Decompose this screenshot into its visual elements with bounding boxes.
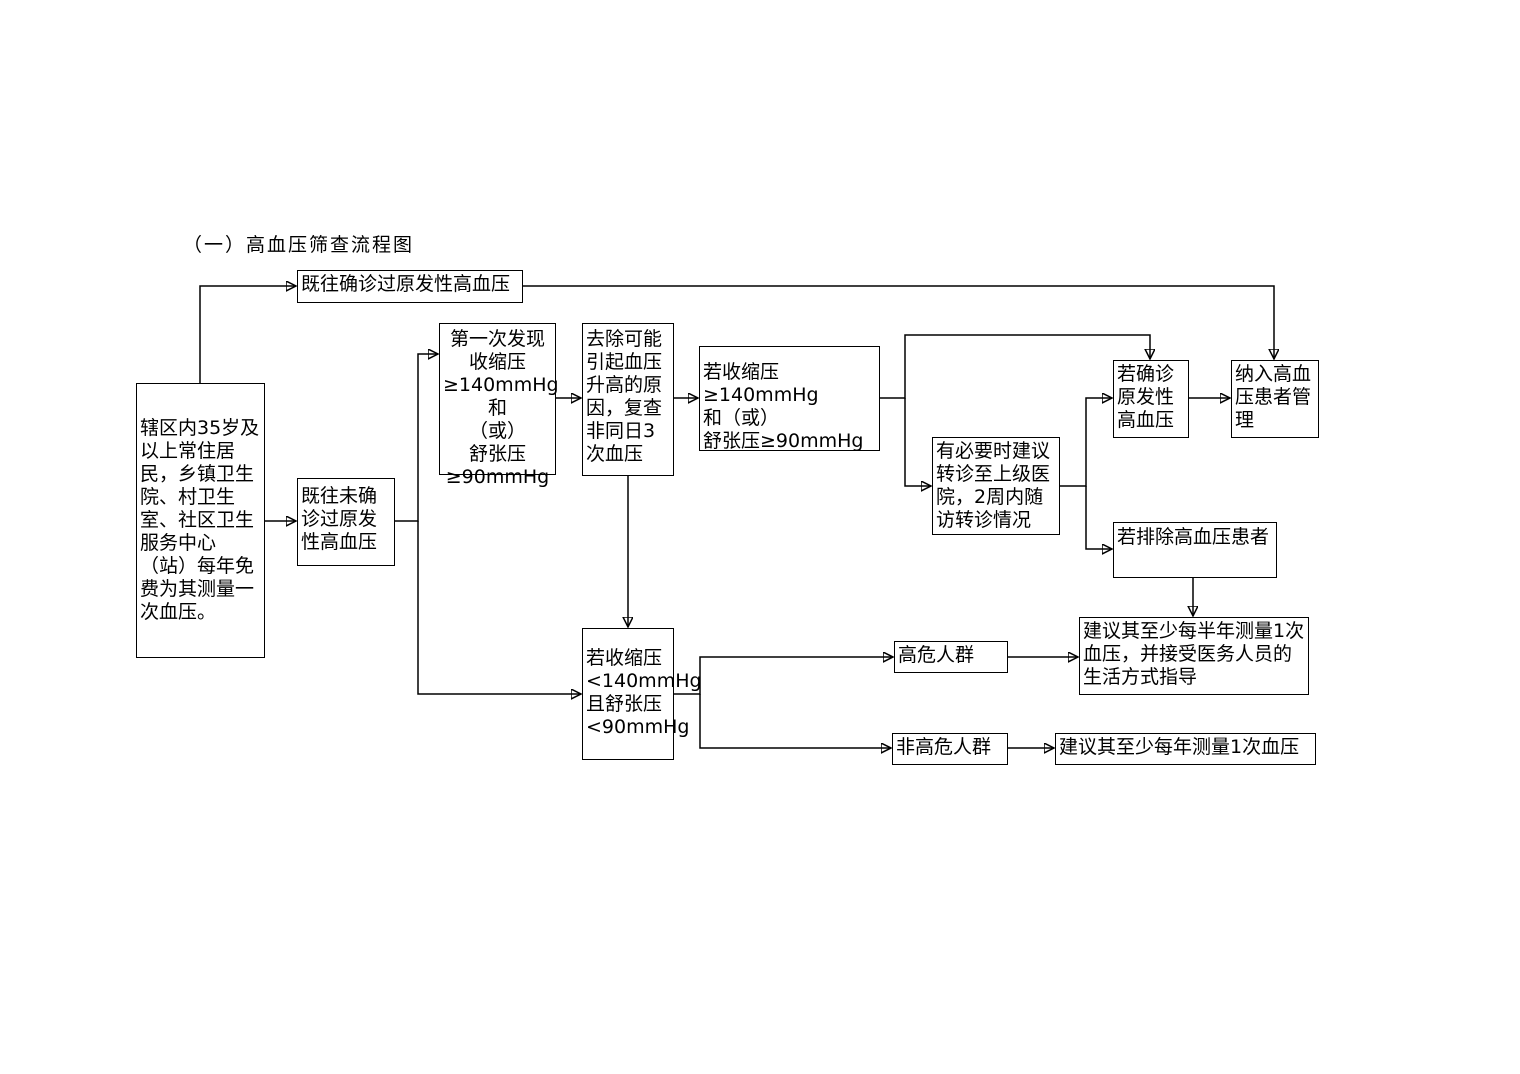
node-confirmed: 若确诊原发性高血压: [1113, 360, 1189, 438]
node-manage: 纳入高血压患者管理: [1231, 360, 1319, 438]
arrow-referral-to-confirmed: [1060, 398, 1112, 487]
node-non-high-risk: 非高危人群: [892, 733, 1008, 765]
node-first-found: 第一次发现 收缩压 ≥140mmHg和 （或） 舒张压 ≥90mmHg: [439, 323, 559, 488]
node-referral: 有必要时建议转诊至上级医院，2周内随访转诊情况: [932, 437, 1060, 535]
arrow-high-to-referral: [904, 398, 931, 486]
arrow-resident-to-diagnosed: [199, 286, 296, 383]
arrow-normal-to-non-high-risk: [699, 694, 891, 748]
node-high-result: 若收缩压≥140mmHg 和（或） 舒张压≥90mmHg: [699, 346, 880, 452]
node-excluded: 若排除高血压患者: [1113, 522, 1277, 578]
node-advice-year: 建议其至少每年测量1次血压: [1055, 733, 1316, 765]
node-undiagnosed: 既往未确诊过原发性高血压: [297, 478, 395, 566]
node-diagnosed: 既往确诊过原发性高血压: [297, 270, 523, 303]
arrow-undiagnosed-to-normal: [417, 521, 581, 694]
arrow-undiagnosed-to-first-found: [394, 354, 438, 522]
node-normal-result: 若收缩压 <140mmHg 且舒张压 <90mmHg: [582, 628, 702, 760]
node-resident: 辖区内35岁及以上常住居民，乡镇卫生院、村卫生室、社区卫生服务中心（站）每年免费…: [136, 383, 265, 658]
node-high-risk: 高危人群: [894, 641, 1008, 673]
node-recheck: 去除可能引起血压升高的原因，复查非同日3次血压: [582, 323, 674, 476]
node-advice-half-year: 建议其至少每半年测量1次血压，并接受医务人员的生活方式指导: [1079, 617, 1309, 695]
arrow-diagnosed-to-manage: [523, 285, 1274, 359]
arrow-normal-to-high-risk: [674, 657, 893, 695]
page-title: （一）高血压筛查流程图: [183, 234, 415, 256]
arrow-referral-to-excluded: [1085, 486, 1112, 549]
arrow-high-to-confirmed: [880, 334, 1150, 399]
